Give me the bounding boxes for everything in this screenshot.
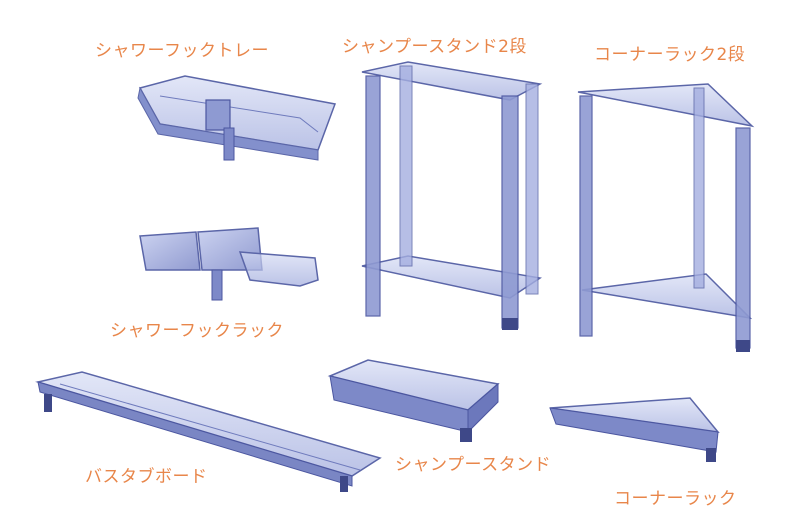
shower-hook-rack-item <box>139 227 319 301</box>
label-shampoo-stand-2tier: シャンプースタンド2段 <box>342 37 527 57</box>
label-corner-rack: コーナーラック <box>614 489 737 509</box>
shampoo-stand-item <box>327 359 500 442</box>
corner-rack-item <box>549 397 720 462</box>
label-shower-hook-tray: シャワーフックトレー <box>95 41 269 61</box>
label-shampoo-stand: シャンプースタンド <box>395 455 552 475</box>
label-bathtub-board: バスタブボード <box>85 467 208 487</box>
bathtub-board-item <box>35 371 382 492</box>
corner-rack-2tier-item <box>577 83 755 352</box>
label-shower-hook-rack: シャワーフックラック <box>110 321 284 341</box>
shower-hook-tray-item <box>137 75 337 161</box>
shampoo-stand-2tier-item <box>361 61 543 330</box>
label-corner-rack-2tier: コーナーラック2段 <box>594 45 746 65</box>
